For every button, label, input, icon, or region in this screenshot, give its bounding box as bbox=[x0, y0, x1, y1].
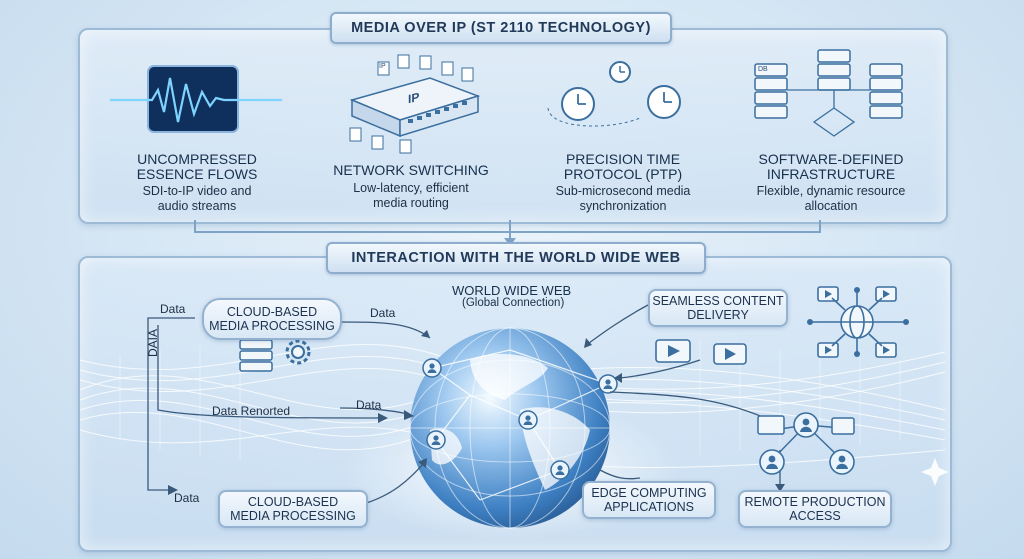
flow-label-data: Data bbox=[160, 302, 186, 316]
top-banner: MEDIA OVER IP (ST 2110 TECHNOLOGY) bbox=[330, 12, 672, 44]
flow-label-reported: Data Renorted bbox=[212, 404, 291, 418]
packet-label: IP bbox=[379, 63, 386, 70]
server-tag: DB bbox=[758, 66, 768, 73]
feature-network-switching: NETWORK SWITCHING Low-latency, efficient… bbox=[318, 163, 504, 211]
feature-title: NETWORK SWITCHING bbox=[333, 162, 489, 178]
web-subtitle: (Global Connection) bbox=[462, 297, 565, 309]
flow-label-data: Data bbox=[356, 398, 382, 412]
flow-label-data: Data bbox=[370, 306, 396, 320]
flow-label-data: Data bbox=[174, 491, 200, 505]
bottom-banner: INTERACTION WITH THE WORLD WIDE WEB bbox=[326, 242, 706, 274]
flow-label-vertical: DAIA bbox=[146, 328, 160, 357]
web-title: WORLD WIDE WEB bbox=[452, 283, 572, 298]
switch-label: IP bbox=[408, 89, 420, 107]
